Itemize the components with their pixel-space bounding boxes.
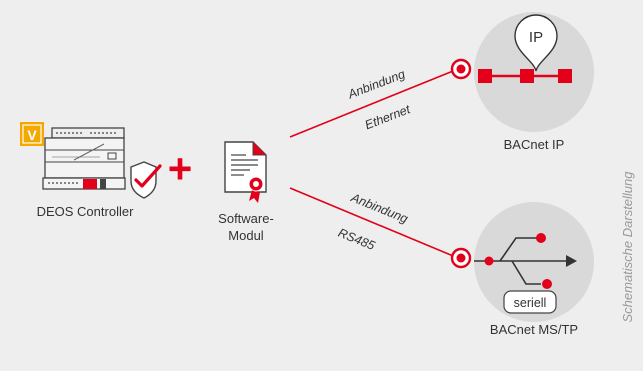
deos-controller-icon: [42, 127, 126, 190]
rs485-connection-line: [289, 187, 459, 259]
ethernet-label-lower: Ethernet: [363, 102, 413, 132]
ethernet-connection-line: [289, 68, 459, 138]
rs485-label-upper: Anbindung: [348, 190, 410, 226]
software-label-line2: Modul: [228, 228, 264, 243]
controller-label: DEOS Controller: [36, 204, 134, 219]
plus-operator: +: [168, 145, 193, 192]
rs485-label-lower: RS485: [336, 226, 377, 253]
ethernet-label-upper: Anbindung: [345, 67, 407, 102]
ethernet-endpoint: [450, 58, 472, 80]
bacnet-mstp-label: BACnet MS/TP: [489, 322, 579, 337]
bacnet-mstp-circle: [474, 202, 594, 322]
seriell-badge: seriell: [503, 290, 557, 314]
software-label: Software- Modul: [196, 210, 296, 244]
shield-check-icon: [130, 161, 162, 199]
document-certificate-icon: [224, 141, 267, 203]
rs485-endpoint: [450, 247, 472, 269]
ethernet-network-icon: [478, 69, 572, 83]
usb-icon: [474, 233, 577, 289]
ip-badge-text: IP: [529, 29, 543, 46]
software-label-line1: Software-: [218, 211, 274, 226]
side-note: Schematische Darstellung: [620, 171, 635, 323]
version-badge: V: [20, 122, 44, 146]
location-pin-icon: IP: [514, 14, 558, 72]
seriell-badge-text: seriell: [514, 296, 547, 310]
bacnet-ip-label: BACnet IP: [503, 137, 565, 152]
version-badge-text: V: [27, 127, 37, 143]
